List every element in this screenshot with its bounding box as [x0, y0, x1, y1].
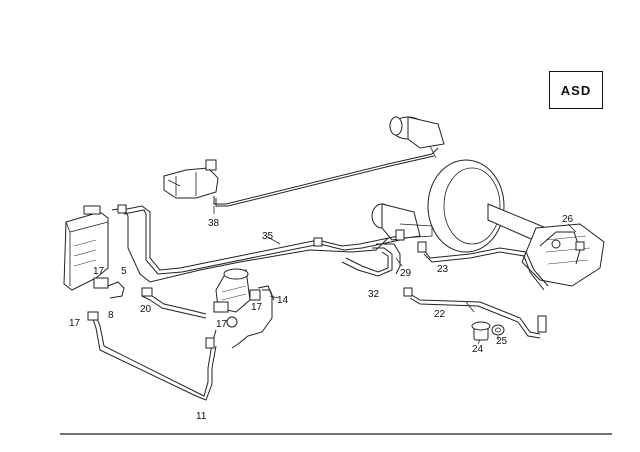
line-11 — [95, 315, 217, 397]
part-label-23: 23 — [437, 264, 449, 275]
line-38 — [213, 147, 439, 205]
asd-badge: ASD — [549, 71, 603, 109]
part-label-5: 5 — [121, 266, 127, 277]
line-22 — [409, 293, 541, 335]
part-label-20: 20 — [140, 304, 152, 315]
part-label-35: 35 — [262, 231, 274, 242]
reservoir-tank — [63, 205, 109, 291]
line-35 — [121, 205, 399, 271]
part-label-14: 14 — [277, 295, 289, 306]
line-23 — [423, 247, 549, 287]
plug-and-washer — [471, 321, 505, 341]
part-label-11: 11 — [196, 411, 207, 422]
part-label-17c: 17 — [69, 318, 81, 329]
line-26 — [539, 231, 581, 265]
line-14 — [231, 285, 273, 349]
part-label-17d: 17 — [216, 319, 228, 330]
valve-unit-upper — [163, 159, 219, 199]
rear-axle-differential — [427, 159, 605, 287]
pressure-pump-unit — [213, 268, 251, 328]
part-label-32: 32 — [368, 289, 380, 300]
part-label-38: 38 — [208, 218, 220, 229]
asd-badge-label: ASD — [560, 82, 592, 98]
part-label-17a: 17 — [93, 266, 105, 277]
part-label-26: 26 — [562, 214, 574, 225]
cylinder-middle — [371, 203, 433, 241]
part-label-24: 24 — [472, 344, 484, 355]
leader-lines — [213, 206, 577, 345]
part-label-17b: 17 — [251, 302, 263, 313]
line-5 — [111, 207, 389, 283]
part-label-22: 22 — [434, 309, 446, 320]
part-label-29: 29 — [400, 268, 412, 279]
part-label-25: 25 — [496, 336, 508, 347]
actuator-upper-right — [389, 116, 445, 159]
part-label-8: 8 — [108, 310, 114, 321]
line-32 — [341, 247, 393, 277]
fittings — [87, 204, 585, 349]
line-29 — [376, 243, 401, 275]
